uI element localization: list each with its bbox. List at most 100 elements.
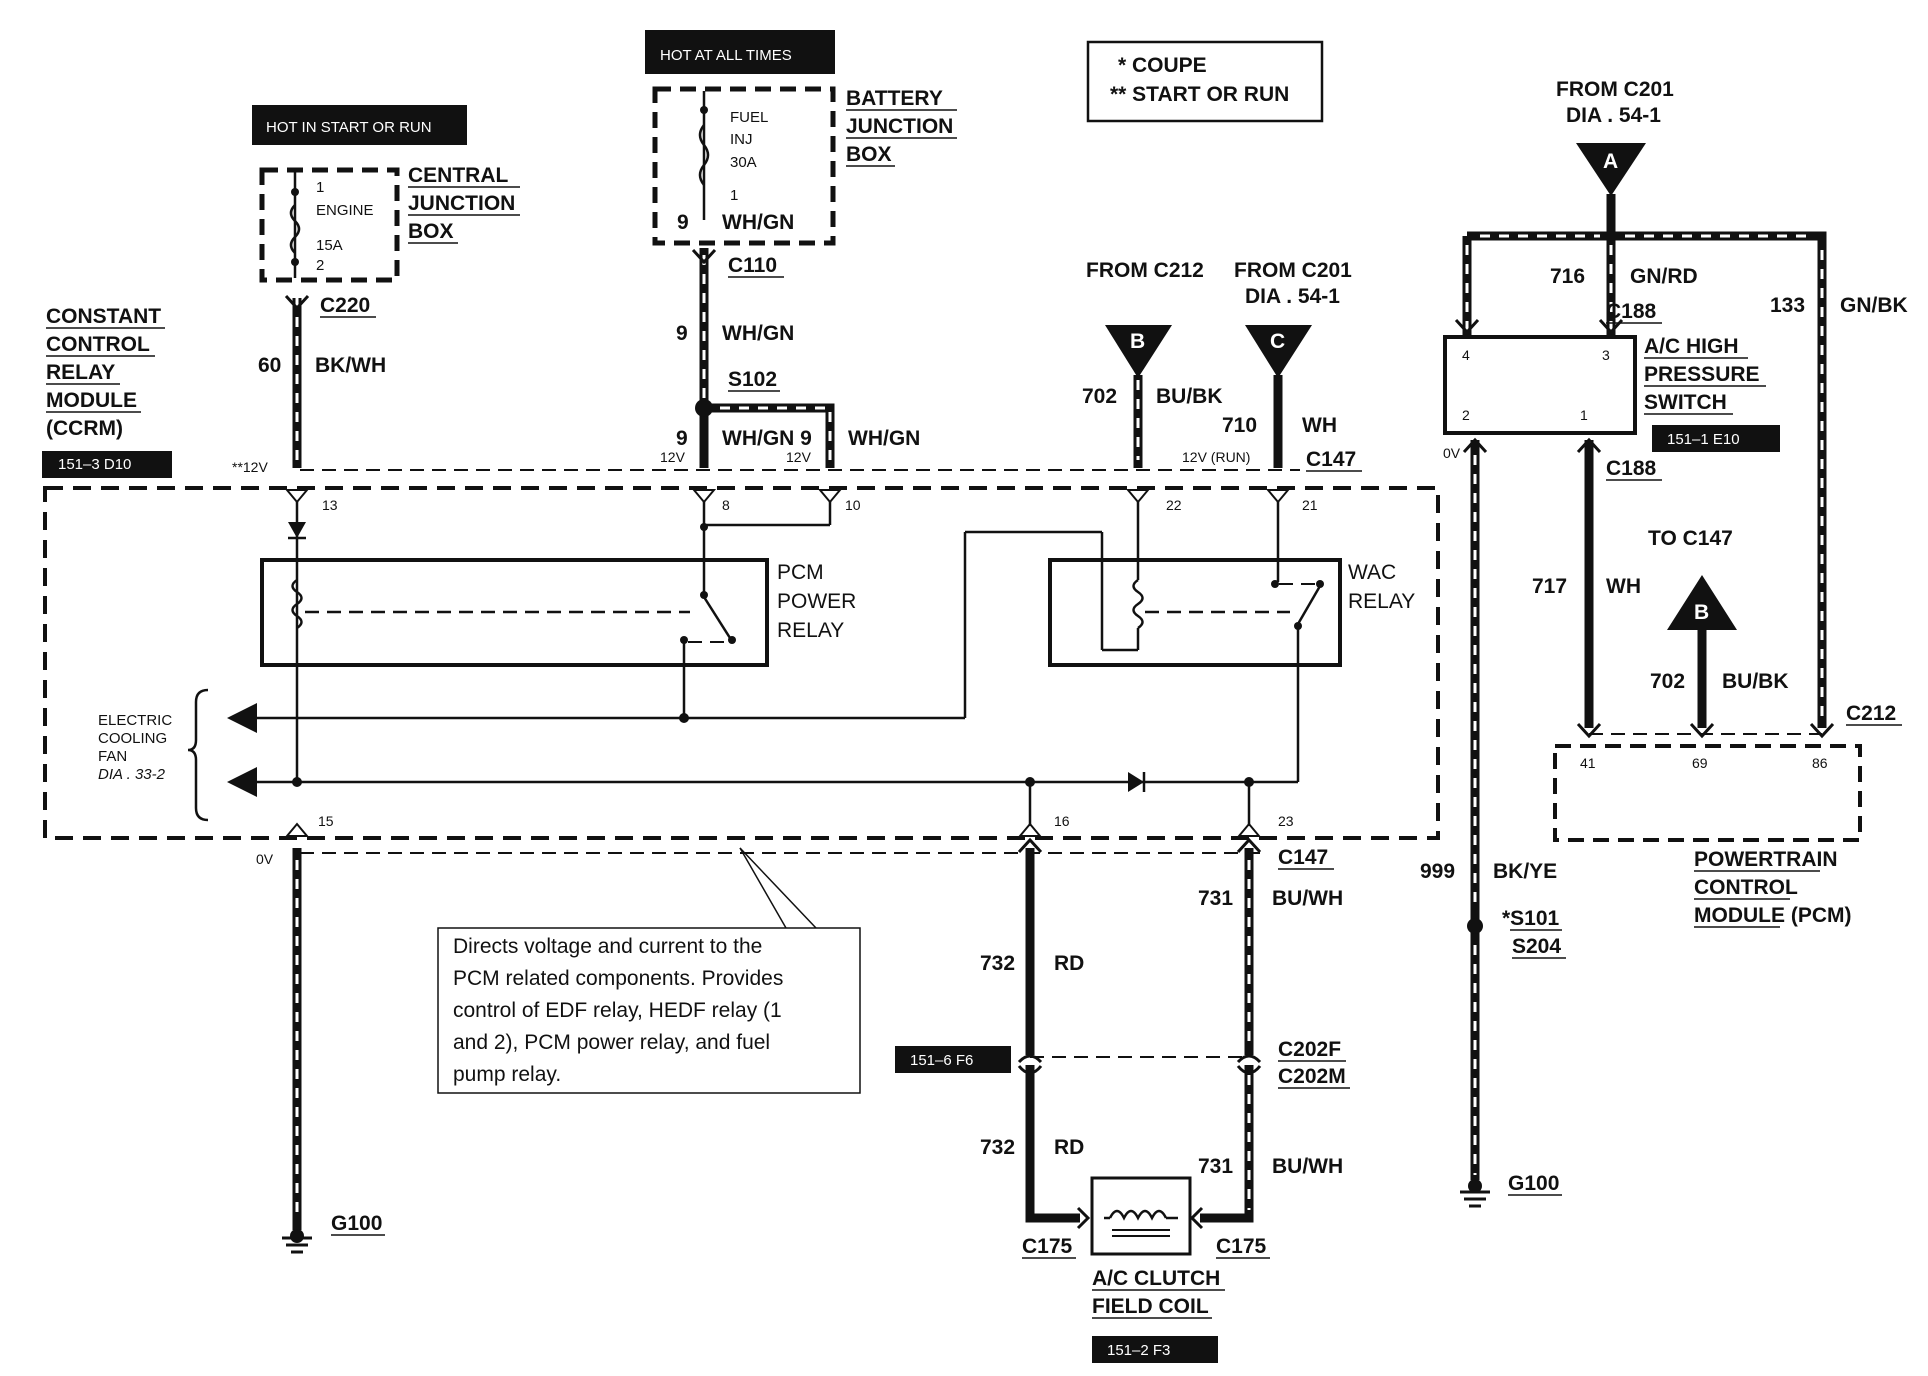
svg-text:FROM C201: FROM C201 bbox=[1234, 259, 1352, 282]
svg-text:716: 716 bbox=[1550, 265, 1585, 288]
svg-text:TO C147: TO C147 bbox=[1648, 527, 1733, 550]
svg-text:**12V: **12V bbox=[232, 459, 268, 475]
svg-text:JUNCTION: JUNCTION bbox=[408, 192, 515, 215]
svg-text:C202F: C202F bbox=[1278, 1038, 1341, 1061]
svg-text:12V: 12V bbox=[660, 449, 686, 465]
svg-text:C147: C147 bbox=[1306, 448, 1356, 471]
svg-text:RELAY: RELAY bbox=[46, 361, 115, 384]
svg-text:702: 702 bbox=[1650, 670, 1685, 693]
svg-text:151–3 D10: 151–3 D10 bbox=[58, 456, 131, 473]
svg-text:RELAY: RELAY bbox=[1348, 590, 1415, 613]
svg-text:10: 10 bbox=[845, 497, 861, 513]
svg-text:133: 133 bbox=[1770, 294, 1805, 317]
svg-text:4: 4 bbox=[1462, 347, 1470, 363]
svg-text:C175: C175 bbox=[1022, 1235, 1073, 1258]
svg-text:C: C bbox=[1270, 330, 1285, 353]
svg-text:A/C HIGH: A/C HIGH bbox=[1644, 335, 1739, 358]
svg-text:FIELD COIL: FIELD COIL bbox=[1092, 1295, 1209, 1318]
svg-text:and 2), PCM power relay, and f: and 2), PCM power relay, and fuel bbox=[453, 1031, 770, 1054]
svg-text:CONSTANT: CONSTANT bbox=[46, 305, 161, 328]
svg-text:*S101: *S101 bbox=[1502, 907, 1560, 930]
ccrm-title: CONSTANT CONTROL RELAY MODULE (CCRM) 151… bbox=[42, 305, 172, 478]
svg-text:C202M: C202M bbox=[1278, 1065, 1346, 1088]
svg-text:CONTROL: CONTROL bbox=[46, 333, 150, 356]
from-c212-input: FROM C212 B 702 BU/BK bbox=[1082, 259, 1223, 468]
svg-text:0V: 0V bbox=[1443, 445, 1461, 461]
svg-text:WH/GN: WH/GN bbox=[722, 322, 794, 345]
svg-text:702: 702 bbox=[1082, 385, 1117, 408]
svg-text:PCM: PCM bbox=[777, 561, 824, 584]
svg-text:DIA . 54-1: DIA . 54-1 bbox=[1245, 285, 1340, 308]
svg-text:RD: RD bbox=[1054, 1136, 1084, 1159]
svg-text:C110: C110 bbox=[728, 254, 777, 277]
svg-text:710: 710 bbox=[1222, 414, 1257, 437]
svg-text:WH: WH bbox=[1302, 414, 1337, 437]
svg-text:PCM related components. Provi: PCM related components. Provides bbox=[453, 967, 783, 990]
svg-text:DIA . 54-1: DIA . 54-1 bbox=[1566, 104, 1661, 127]
svg-text:12V (RUN): 12V (RUN) bbox=[1182, 449, 1250, 465]
svg-text:BATTERY: BATTERY bbox=[846, 87, 943, 110]
wire-ground-left: G100 bbox=[282, 848, 385, 1254]
svg-text:2: 2 bbox=[1462, 407, 1470, 423]
svg-text:69: 69 bbox=[1692, 755, 1708, 771]
svg-text:731: 731 bbox=[1198, 1155, 1233, 1178]
svg-text:30A: 30A bbox=[730, 154, 757, 171]
ccrm-module: 13 8 10 22 21 PCM POWER RELAY bbox=[43, 486, 1440, 840]
svg-text:999: 999 bbox=[1420, 860, 1455, 883]
svg-text:717: 717 bbox=[1532, 575, 1567, 598]
svg-text:BOX: BOX bbox=[408, 220, 454, 243]
svg-text:BU/WH: BU/WH bbox=[1272, 887, 1343, 910]
svg-text:POWERTRAIN: POWERTRAIN bbox=[1694, 848, 1838, 871]
svg-text:S102: S102 bbox=[728, 368, 777, 391]
battery-junction-box: FUEL INJ 30A 1 9 WH/GN BATTERY JUNCTION … bbox=[652, 86, 957, 246]
svg-text:G100: G100 bbox=[1508, 1172, 1559, 1195]
svg-text:B: B bbox=[1694, 601, 1709, 624]
cjb-name-1: CENTRAL bbox=[408, 164, 508, 187]
svg-text:C188: C188 bbox=[1606, 300, 1657, 323]
svg-text:pump relay.: pump relay. bbox=[453, 1063, 561, 1086]
svg-text:41: 41 bbox=[1580, 755, 1596, 771]
svg-text:731: 731 bbox=[1198, 887, 1233, 910]
svg-text:151–1 E10: 151–1 E10 bbox=[1667, 431, 1740, 448]
svg-text:G100: G100 bbox=[331, 1212, 382, 1235]
svg-text:60: 60 bbox=[258, 354, 281, 377]
svg-text:A: A bbox=[1603, 150, 1618, 173]
svg-text:MODULE: MODULE bbox=[46, 389, 137, 412]
svg-text:15: 15 bbox=[318, 813, 334, 829]
svg-text:RD: RD bbox=[1054, 952, 1084, 975]
legend-start-run: ** START OR RUN bbox=[1110, 83, 1289, 106]
svg-text:SWITCH: SWITCH bbox=[1644, 391, 1727, 414]
svg-text:9: 9 bbox=[677, 211, 689, 234]
svg-text:1: 1 bbox=[316, 179, 324, 196]
wire-60: C220 60 BK/WH bbox=[258, 294, 386, 468]
svg-text:23: 23 bbox=[1278, 813, 1294, 829]
legend: * COUPE ** START OR RUN bbox=[1086, 40, 1324, 123]
svg-text:WAC: WAC bbox=[1348, 561, 1396, 584]
from-c201-input: FROM C201 DIA . 54-1 C 710 WH 12V (RUN) … bbox=[1182, 259, 1362, 472]
svg-text:C188: C188 bbox=[1606, 457, 1657, 480]
svg-text:21: 21 bbox=[1302, 497, 1318, 513]
svg-text:86: 86 bbox=[1812, 755, 1828, 771]
svg-text:22: 22 bbox=[1166, 497, 1182, 513]
svg-text:WH/GN 9: WH/GN 9 bbox=[722, 427, 812, 450]
header-hot-start-run: HOT IN START OR RUN bbox=[266, 119, 432, 136]
connector-c220: C220 bbox=[320, 294, 370, 317]
svg-text:9: 9 bbox=[676, 427, 688, 450]
svg-text:BU/BK: BU/BK bbox=[1722, 670, 1789, 693]
svg-text:0V: 0V bbox=[256, 851, 274, 867]
svg-text:151–6 F6: 151–6 F6 bbox=[910, 1052, 973, 1069]
svg-text:732: 732 bbox=[980, 1136, 1015, 1159]
wire-9: C110 9 WH/GN S102 9 WH/GN 9 WH/GN 12V 12… bbox=[660, 248, 920, 468]
svg-text:3: 3 bbox=[1602, 347, 1610, 363]
svg-text:C147: C147 bbox=[1278, 846, 1328, 869]
svg-text:WH/GN: WH/GN bbox=[722, 211, 794, 234]
svg-text:8: 8 bbox=[722, 497, 730, 513]
svg-text:MODULE (PCM): MODULE (PCM) bbox=[1694, 904, 1851, 927]
svg-text:WH: WH bbox=[1606, 575, 1641, 598]
svg-text:COOLING: COOLING bbox=[98, 730, 167, 747]
svg-text:BU/BK: BU/BK bbox=[1156, 385, 1223, 408]
svg-text:FAN: FAN bbox=[98, 748, 127, 765]
svg-text:2: 2 bbox=[316, 257, 324, 274]
svg-text:ENGINE: ENGINE bbox=[316, 202, 374, 219]
svg-text:C175: C175 bbox=[1216, 1235, 1267, 1258]
